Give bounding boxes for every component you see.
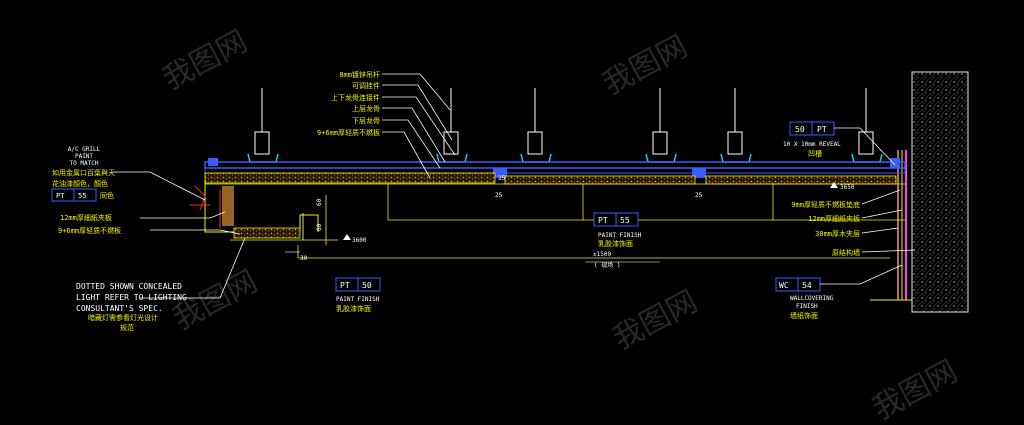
right-leaders — [861, 189, 916, 253]
right-label-group: 9mm厚轻质不燃板垫底 12mm厚細紙夾板 30mm厚木夹层 原结构墙 — [791, 200, 860, 257]
tag-number: 55 — [78, 192, 86, 200]
tag-desc-cn: 墙纸饰面 — [790, 311, 818, 320]
level-3600: 3600 — [352, 237, 367, 244]
dimension-texts: 60 60 30 3600 3650 ±1500 ( 现场 ) 25 25 25 — [300, 175, 855, 269]
dim-60a: 60 — [316, 198, 323, 206]
grill-line-1: A/C GRILL — [68, 146, 101, 153]
ceiling-board-mid — [504, 175, 696, 185]
dim-60b: 60 — [316, 223, 323, 231]
grill-note-cn: 如用金属口百葉與天 花油漆顏色，顏色 — [52, 168, 115, 188]
left-leaders — [112, 171, 246, 299]
bulkhead-soffit-board — [233, 227, 301, 239]
watermark-text: 我图网 — [867, 354, 963, 421]
hanger-rods — [261, 88, 867, 132]
tag-pt55-mid: PT 55 PAINT FINISH 乳胶漆饰面 — [593, 212, 642, 248]
grill-line-3: TO MATCH — [70, 160, 99, 167]
structural-wall — [911, 71, 969, 313]
tag-code: WC — [779, 281, 789, 290]
ceiling-board-left — [204, 172, 496, 184]
dim-30: 30 — [300, 255, 308, 262]
reference-lines — [230, 184, 905, 259]
tag-desc-en-2: FINISH — [796, 303, 818, 310]
top-label-group: 8mm镀锌吊杆 可调挂件 上下龙骨连接件 上层龙骨 下层龙骨 9+6mm厚轻质不… — [317, 70, 380, 137]
tag-desc-cn: 凹槽 — [808, 149, 822, 158]
tag-desc-en: PAINT FINISH — [336, 296, 380, 303]
tag-desc-en-1: WALLCOVERING — [790, 295, 834, 302]
grill-cn-1: 如用金属口百葉與天 — [52, 168, 115, 177]
board-notes-left: 12mm厚細紙夾板 9+6mm厚轻质不燃板 — [58, 213, 121, 235]
label-upper-channel: 上层龙骨 — [352, 104, 380, 113]
tag-pt50-reveal: 50 PT 10 X 10mm REVEAL 凹槽 — [783, 121, 896, 166]
label-galvanized-rod: 8mm镀锌吊杆 — [339, 70, 380, 79]
tag-desc-en: PAINT FINISH — [598, 232, 642, 239]
tag-suffix: 同色 — [100, 191, 114, 200]
tag-number: 50 — [362, 281, 372, 290]
tag-number: 55 — [620, 216, 630, 225]
grill-cn-2: 花油漆顏色，顏色 — [52, 179, 108, 188]
label-30mm-wood: 30mm厚木夹层 — [815, 229, 860, 238]
tag-code: PT — [598, 216, 608, 225]
level-3650: 3650 — [840, 184, 855, 191]
grill-line-2: PAINT — [75, 153, 93, 160]
concealed-light-note-cn: 暗藏灯需参看灯光设计 规范 — [88, 313, 158, 332]
label-lower-channel: 下层龙骨 — [352, 116, 380, 125]
dim-1500-note: ( 现场 ) — [594, 261, 620, 269]
tag-desc-cn: 乳胶漆饰面 — [598, 239, 633, 248]
tag-code: 50 — [795, 125, 805, 134]
watermark-text: 我图网 — [157, 24, 253, 97]
watermark-text: 我图网 — [607, 284, 703, 357]
note-cn-1: 暗藏灯需参看灯光设计 — [88, 313, 158, 322]
grill-note: A/C GRILL PAINT TO MATCH — [68, 146, 101, 167]
note-line-3: CONSULTANT'S SPEC. — [76, 304, 163, 313]
note-line-2: LIGHT REFER TO LIGHTING — [76, 293, 187, 302]
tag-desc-en: 10 X 10mm REVEAL — [783, 141, 841, 148]
tag-desc-cn: 乳胶漆饰面 — [336, 304, 371, 313]
tag-pt50-bottom: PT 50 PAINT FINISH 乳胶漆饰面 — [335, 277, 381, 313]
label-board-layers: 9+6mm厚轻质不燃板 — [317, 128, 380, 137]
tag-code: PT — [340, 281, 350, 290]
watermark-text: 我图网 — [597, 29, 693, 102]
tag-pt55-left: PT 55 同色 — [51, 188, 114, 202]
concealed-light — [190, 185, 221, 228]
label-9mm-board: 9mm厚轻质不燃板垫底 — [791, 200, 860, 209]
note-line-1: DOTTED SHOWN CONCEALED — [76, 282, 182, 291]
top-leaders — [382, 73, 456, 179]
ceiling-board-right — [705, 175, 897, 185]
tag-number: 54 — [802, 281, 812, 290]
label-adjustable-hanger: 可调挂件 — [352, 81, 380, 90]
label-structural-wall: 原结构墙 — [832, 248, 860, 257]
bulkhead-batten — [222, 186, 234, 226]
label-96mm-board: 9+6mm厚轻质不燃板 — [58, 226, 121, 235]
tag-number: PT — [817, 125, 827, 134]
dim-25a: 25 — [495, 192, 503, 199]
ceiling-framing — [204, 158, 906, 178]
note-cn-2: 规范 — [120, 323, 134, 332]
label-channel-connector: 上下龙骨连接件 — [331, 93, 380, 102]
tag-wc54: WC 54 WALLCOVERING FINISH 墙纸饰面 — [775, 264, 903, 320]
dim-1500: ±1500 — [593, 251, 611, 258]
tag-code: PT — [56, 192, 65, 200]
label-12mm-wall-board: 12mm厚細紙夾板 — [808, 214, 860, 223]
dim-25b: 25 — [695, 192, 703, 199]
dim-25c: 25 — [498, 175, 506, 182]
concealed-light-note: DOTTED SHOWN CONCEALED LIGHT REFER TO LI… — [76, 282, 187, 313]
label-12mm-board: 12mm厚細紙夾板 — [60, 213, 112, 222]
